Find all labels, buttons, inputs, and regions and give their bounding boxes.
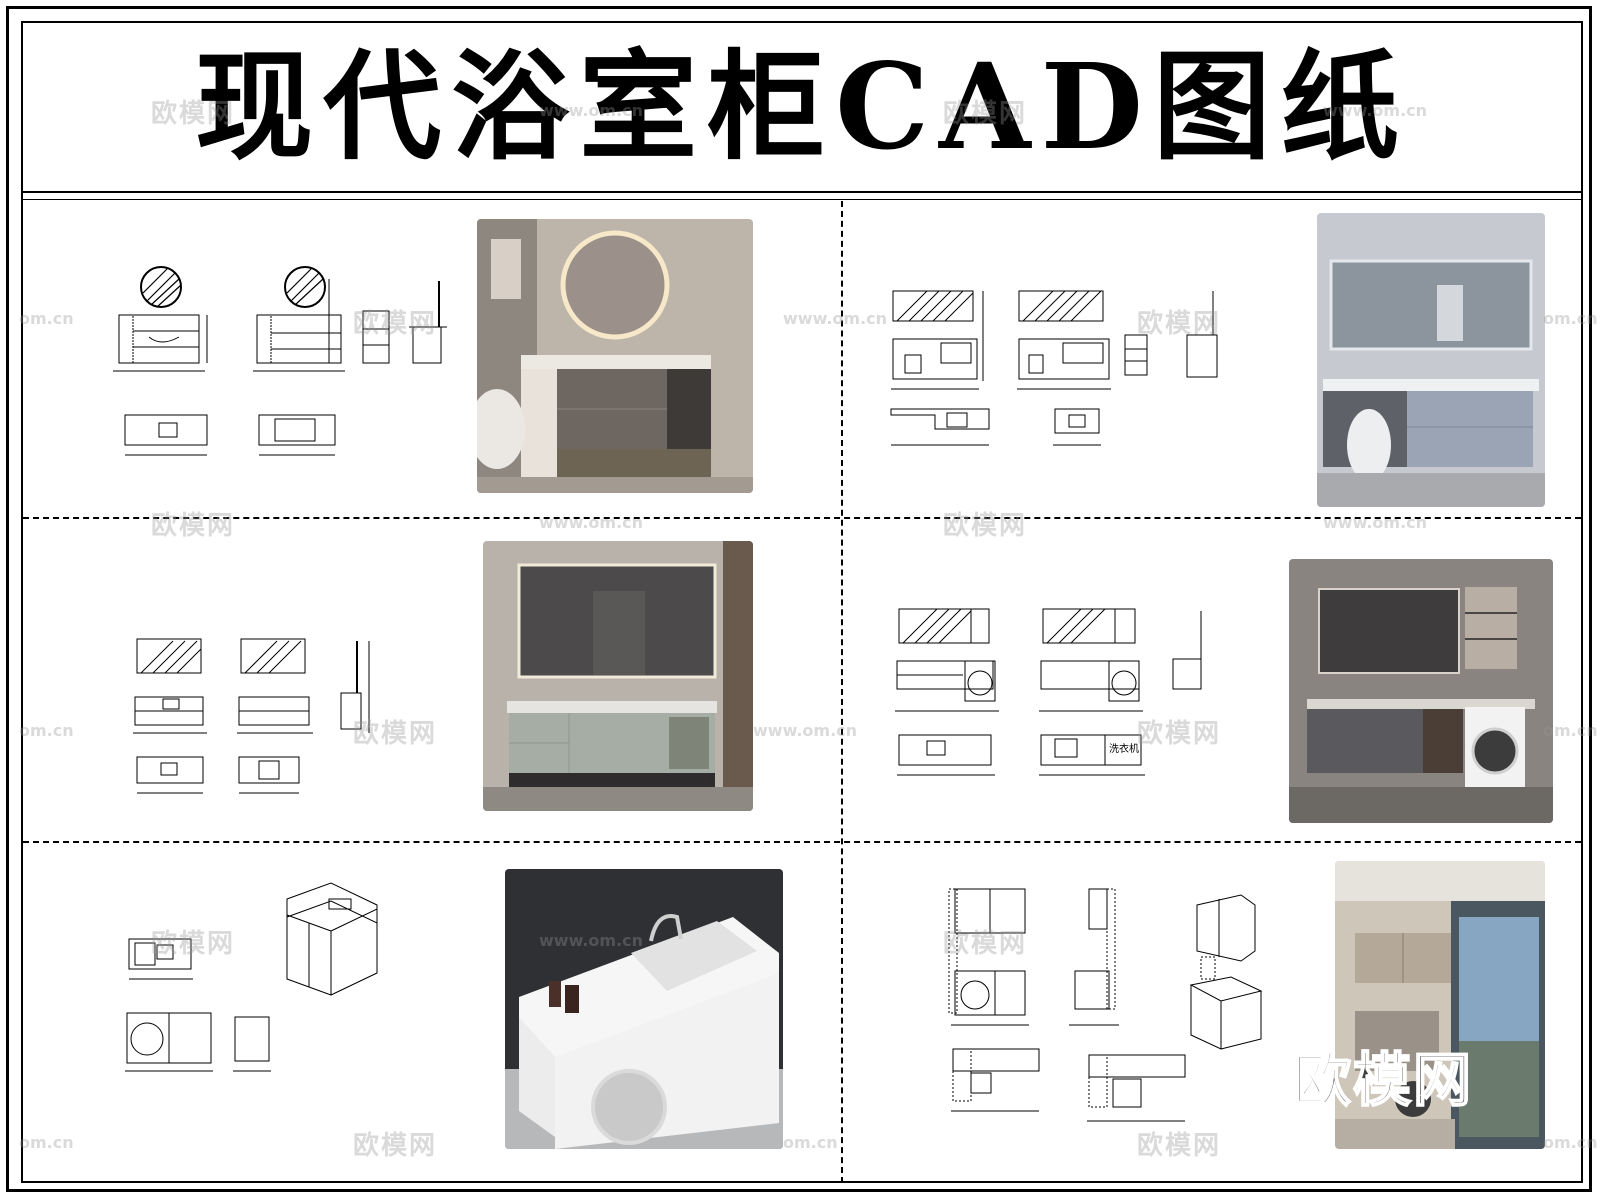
watermark-text: 欧模网	[151, 511, 236, 541]
watermark-domain: www.om.cn	[539, 513, 644, 532]
watermark-domain: www.om.cn	[1323, 513, 1428, 532]
watermark-domain: www.om.cn	[753, 721, 858, 740]
watermark-text: 欧模网	[151, 929, 236, 959]
watermark-text: 欧模网	[943, 929, 1028, 959]
sheet-title: 现代浴室柜CAD图纸	[195, 37, 1409, 176]
cad-drawing-1	[113, 259, 453, 459]
watermark-domain: om.cn	[1543, 309, 1598, 328]
photo-led-mirror-vanity	[483, 541, 753, 811]
watermark-text: 欧模网	[1137, 719, 1222, 749]
photo-laundry-sink-cabinet	[505, 869, 783, 1149]
sheet-inner-frame: 现代浴室柜CAD图纸	[19, 21, 1598, 1183]
watermark-text: 欧模网	[151, 99, 236, 129]
cad-drawing-4: 洗衣机	[883, 607, 1223, 787]
watermark-text: 欧模网	[1137, 309, 1222, 339]
watermark-domain: www.om.cn	[783, 309, 888, 328]
watermark-large: 欧模网	[1292, 1045, 1474, 1115]
watermark-domain: om.cn	[783, 1133, 838, 1152]
cad-drawing-2	[883, 289, 1253, 459]
watermark-domain: www.om.cn	[1323, 101, 1428, 120]
watermark-domain: om.cn	[1543, 721, 1598, 740]
photo-balcony-laundry-cabinet	[1335, 861, 1545, 1149]
watermark-domain: www.om.cn	[539, 101, 644, 120]
photo-vanity-with-washer	[1289, 559, 1553, 823]
watermark-domain: www.om.cn	[539, 931, 644, 950]
cad-drawing-5	[119, 879, 399, 1079]
photo-round-mirror-vanity	[477, 219, 753, 493]
title-band: 现代浴室柜CAD图纸	[23, 23, 1581, 193]
cad-drawing-3	[123, 637, 403, 807]
watermark-text: 欧模网	[943, 511, 1028, 541]
row-divider-1	[23, 517, 1581, 519]
watermark-text: 欧模网	[1137, 1131, 1222, 1161]
watermark-domain: om.cn	[19, 1133, 74, 1152]
washer-label: 洗衣机	[1109, 744, 1139, 755]
watermark-text: 欧模网	[943, 99, 1028, 129]
drawing-sheet: 现代浴室柜CAD图纸	[6, 6, 1598, 1192]
watermark-text: 欧模网	[353, 309, 438, 339]
cad-drawing-6	[939, 885, 1279, 1149]
watermark-domain: om.cn	[19, 309, 74, 328]
vertical-divider	[841, 201, 843, 1183]
watermark-domain: om.cn	[19, 721, 74, 740]
watermark-domain: om.cn	[1543, 1133, 1598, 1152]
row-divider-2	[23, 841, 1581, 843]
watermark-text: 欧模网	[353, 719, 438, 749]
watermark-text: 欧模网	[353, 1131, 438, 1161]
title-rule	[23, 199, 1581, 200]
photo-mirror-cabinet-vanity	[1317, 213, 1545, 507]
